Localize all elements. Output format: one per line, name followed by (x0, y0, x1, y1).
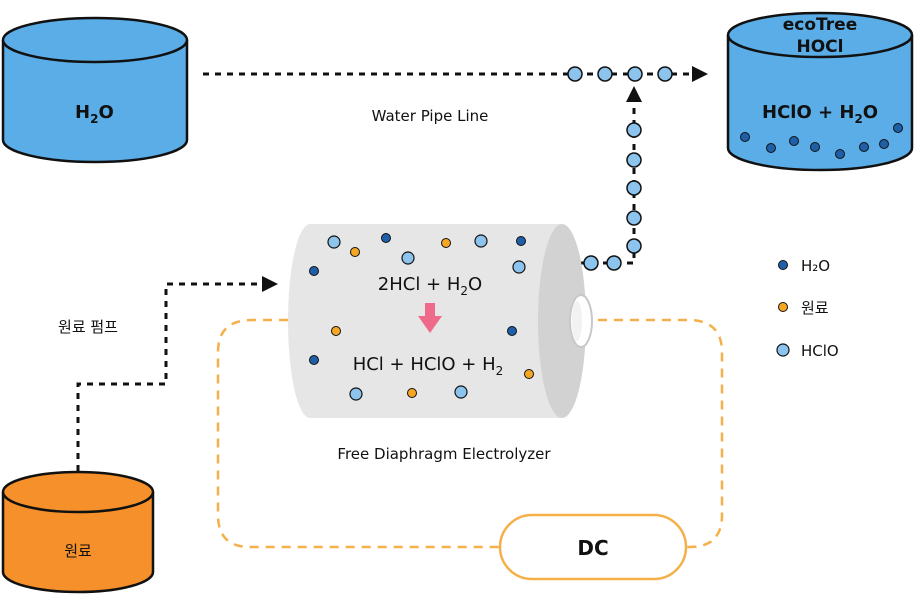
pipe-hclo-dots (567, 66, 673, 82)
water-tank: H2O (1, 16, 189, 164)
water-tank-label: H2O (75, 102, 114, 126)
ecotree-title-1: ecoTree (783, 15, 857, 35)
raw-material-tank: 원료 (1, 470, 155, 594)
raw-pump-label: 원료 펌프 (58, 318, 118, 336)
legend-label-hclo: HClO (801, 342, 839, 360)
water-pipe-line: Water Pipe Line (203, 66, 708, 125)
dc-circuit: DC (216, 318, 724, 581)
reaction-arrow-icon (418, 303, 442, 333)
ecotree-title-2: HOCl (797, 37, 844, 57)
output-hclo-dots (583, 122, 642, 271)
ecotree-dots (740, 123, 903, 159)
output-line (567, 86, 642, 271)
raw-tank-label: 원료 (64, 542, 92, 560)
ecotree-formula: HClO + H2O (762, 102, 878, 126)
legend-item-raw: 원료 (778, 299, 829, 317)
electrolyzer: 2HCl + H2O HCl + HClO + H2 (288, 224, 593, 418)
water-pipe-label: Water Pipe Line (372, 107, 489, 125)
dc-power-source (498, 513, 688, 581)
ecotree-tank: ecoTree HOCl HClO + H2O (726, 11, 914, 172)
legend-label-raw: 원료 (801, 299, 829, 317)
dc-label: DC (577, 536, 608, 560)
legend-label-h2o: H₂O (801, 257, 830, 275)
reaction-products: HCl + HClO + H2 (353, 354, 504, 378)
legend: H₂O 원료 HClO (776, 257, 839, 360)
reaction-reactants: 2HCl + H2O (378, 274, 482, 298)
electrolyzer-particles (309, 233, 534, 401)
legend-item-hclo: HClO (776, 342, 839, 360)
legend-item-h2o: H₂O (778, 257, 830, 275)
raw-pump-line: 원료 펌프 (58, 276, 278, 495)
electrolyzer-label: Free Diaphragm Electrolyzer (337, 445, 551, 463)
